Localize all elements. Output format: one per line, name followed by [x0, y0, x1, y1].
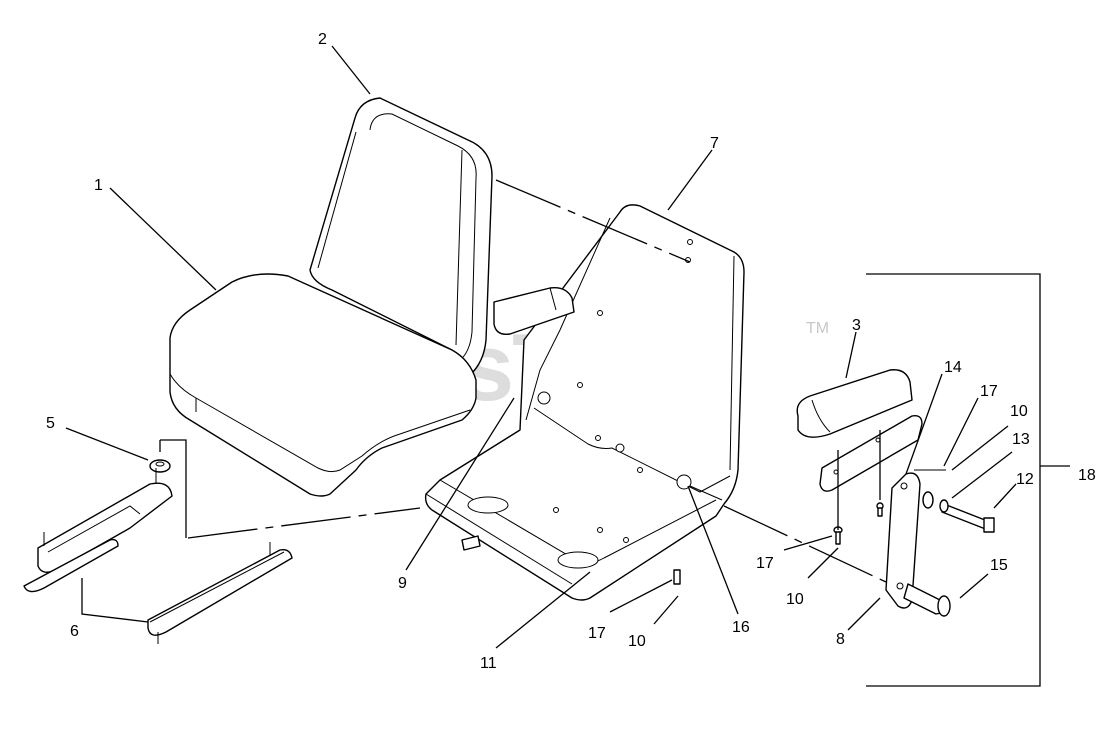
callout-7: 7 [710, 135, 719, 152]
hardware[interactable] [673, 469, 995, 617]
seat-bottom-cushion[interactable] [169, 273, 477, 497]
right-armrest-pad[interactable] [796, 369, 913, 438]
callout-17-upper: 17 [980, 383, 998, 400]
seat-back-cushion[interactable] [309, 97, 493, 379]
seat-pan-frame[interactable] [424, 204, 745, 601]
slide-bracket[interactable] [461, 535, 481, 551]
pivot-bolt[interactable] [676, 474, 723, 501]
callout-13: 13 [1012, 431, 1030, 448]
callout-14: 14 [944, 359, 962, 376]
adjuster-knob[interactable] [149, 459, 171, 473]
callout-10-upper: 10 [1010, 403, 1028, 420]
left-armrest[interactable] [493, 287, 575, 405]
callout-9: 9 [398, 575, 407, 592]
callout-5: 5 [46, 415, 55, 432]
callout-10-lower: 10 [628, 633, 646, 650]
seat-slide-rails[interactable] [23, 468, 293, 644]
callout-8: 8 [836, 631, 845, 648]
callout-1: 1 [94, 177, 103, 194]
callout-11: 11 [480, 655, 497, 672]
callout-2: 2 [318, 31, 327, 48]
callout-10-middle: 10 [786, 591, 804, 608]
callout-6: 6 [70, 623, 79, 640]
callout-15: 15 [990, 557, 1008, 574]
callout-17-lower: 17 [588, 625, 606, 642]
callout-16: 16 [732, 619, 750, 636]
callout-3: 3 [852, 317, 861, 334]
callout-17-middle: 17 [756, 555, 774, 572]
callout-18: 18 [1078, 467, 1096, 484]
watermark-trademark: TM [806, 320, 829, 337]
callout-12: 12 [1016, 471, 1034, 488]
